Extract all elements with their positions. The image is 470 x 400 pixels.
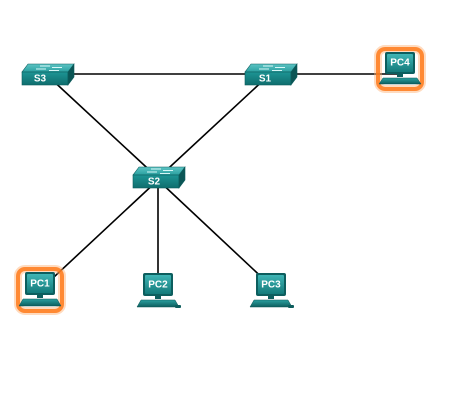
highlight-ring	[376, 47, 424, 91]
switch-s1[interactable]: S1	[244, 63, 298, 86]
switch-s1-label: S1	[259, 74, 272, 85]
link-s2-pc3	[157, 179, 271, 286]
pc-pc1-label: PC1	[30, 279, 50, 290]
switch-s3-label: S3	[34, 74, 47, 85]
computer-icon	[249, 273, 294, 308]
switch-s2-label: S2	[148, 177, 161, 188]
switch-arrows-icon	[36, 65, 62, 71]
pc-pc2[interactable]: PC2	[136, 273, 181, 308]
pc-pc4[interactable]: PC4	[374, 45, 426, 93]
switch-arrows-icon	[147, 168, 173, 174]
computer-icon	[378, 52, 422, 85]
links	[39, 73, 398, 291]
highlight-ring	[16, 267, 64, 313]
computer-icon	[136, 273, 181, 308]
pc-pc3[interactable]: PC3	[249, 273, 294, 308]
switch-s2[interactable]: S2	[132, 166, 186, 189]
switch-s3[interactable]: S3	[21, 63, 75, 86]
pc-pc4-label: PC4	[390, 58, 410, 69]
computer-icon	[18, 272, 62, 307]
switch-arrows-icon	[259, 65, 285, 71]
pc-pc3-label: PC3	[261, 280, 281, 291]
pc-pc2-label: PC2	[148, 280, 168, 291]
link-s3-s2	[47, 75, 159, 179]
pc-pc1[interactable]: PC1	[14, 265, 66, 315]
link-s1-s2	[157, 75, 269, 179]
